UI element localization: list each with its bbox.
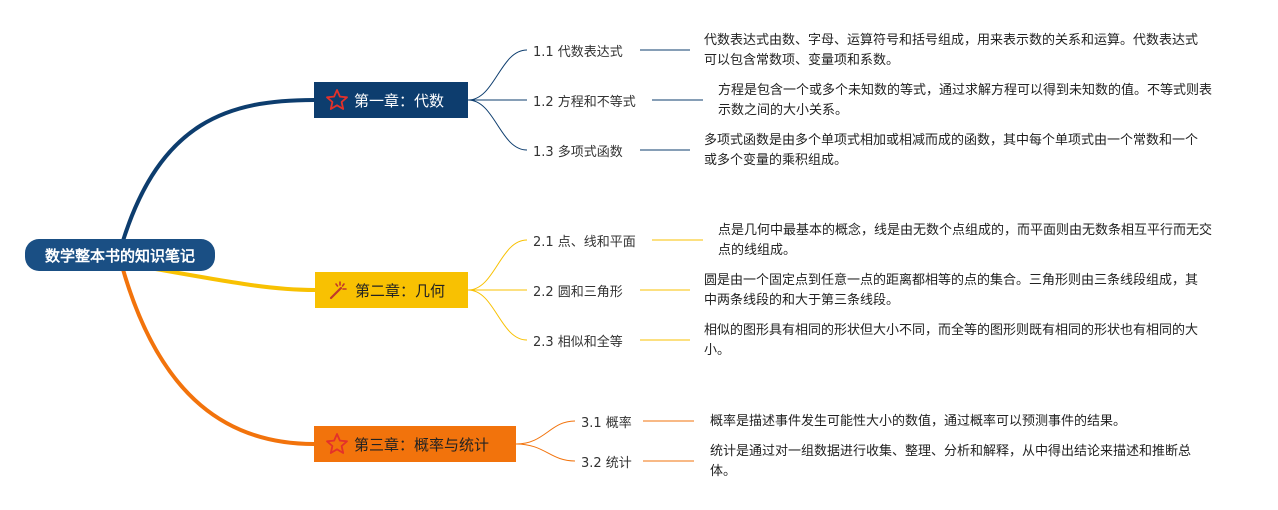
branch-line-chapter-2 [149,266,316,292]
sub-line-2-3 [467,289,528,341]
chapter-1-topic[interactable]: 第一章：代数 [314,82,468,118]
chapter-2-title: 第二章：几何 [355,281,446,300]
section-3-2-text: 统计是通过对一组数据进行收集、整理、分析和解释，从中得出结论来描述和推断总体。 [710,444,1192,479]
chapter-3-topic[interactable]: 第三章：概率与统计 [314,426,516,462]
chapter-2-topic[interactable]: 第二章：几何 [315,272,468,308]
chapter-3-title: 第三章：概率与统计 [354,435,490,454]
branch-line-chapter-3 [120,265,315,446]
section-3-1-label[interactable]: 3.1 概率 [581,416,632,431]
section-3-1-text: 概率是描述事件发生可能性大小的数值，通过概率可以预测事件的结果。 [710,414,1127,429]
sub-line-3-2 [515,443,576,462]
star-icon [324,87,350,113]
section-2-2-text: 圆是由一个固定点到任意一点的距离都相等的点的集合。三角形则由三条线段组成，其中两… [704,273,1199,308]
section-1-1-text: 代数表达式由数、字母、运算符号和括号组成，用来表示数的关系和运算。代数表达式可以… [704,33,1199,68]
sub-line-2-1 [467,239,528,291]
sub-line-3-1 [515,420,576,445]
root-topic[interactable]: 数学整本书的知识笔记 [25,239,215,271]
root-topic-label: 数学整本书的知识笔记 [44,246,195,265]
section-2-2-label[interactable]: 2.2 圆和三角形 [533,285,623,300]
section-2-1-text: 点是几何中最基本的概念，线是由无数个点组成的，而平面则由无数条相互平行而无交点的… [718,223,1213,258]
section-1-2-text: 方程是包含一个或多个未知数的等式，通过求解方程可以得到未知数的值。不等式则表示数… [718,83,1213,118]
section-2-3-text: 相似的图形具有相同的形状但大小不同，而全等的图形则既有相同的形状也有相同的大小。 [704,323,1199,358]
section-3-2-label[interactable]: 3.2 统计 [581,456,632,471]
section-1-1-label[interactable]: 1.1 代数表达式 [533,45,623,60]
section-1-3-text: 多项式函数是由多个单项式相加或相减而成的函数，其中每个单项式由一个常数和一个或多… [704,133,1199,168]
section-1-3-label[interactable]: 1.3 多项式函数 [533,145,623,160]
section-1-2-label[interactable]: 1.2 方程和不等式 [533,95,636,110]
sub-line-1-1 [467,49,528,101]
branch-line-chapter-1 [120,98,315,245]
star-icon [324,431,350,457]
section-2-1-label[interactable]: 2.1 点、线和平面 [533,235,636,250]
chapter-1-title: 第一章：代数 [354,91,445,110]
magic-wand-icon [325,277,351,303]
section-2-3-label[interactable]: 2.3 相似和全等 [533,335,623,350]
sub-line-1-3 [467,99,528,151]
